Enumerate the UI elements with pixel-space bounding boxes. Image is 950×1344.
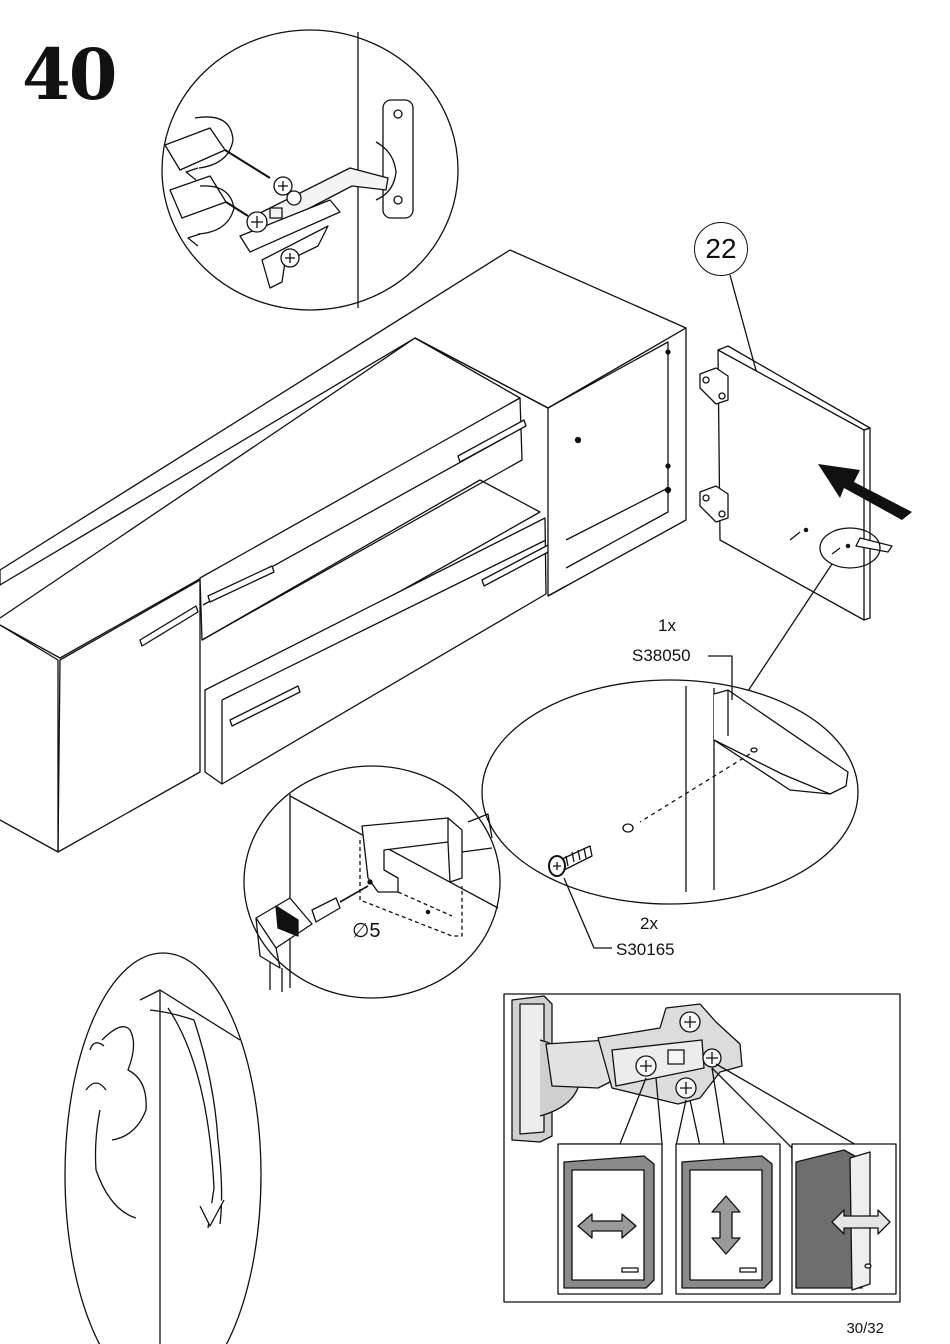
door-opening-detail — [65, 953, 261, 1344]
drill-size-label: ∅5 — [352, 918, 381, 943]
part-number-badge: 22 — [694, 222, 748, 276]
hinge-adjustment-panel — [504, 994, 900, 1302]
page-number: 30/32 — [846, 1320, 884, 1337]
screw-a-quantity: 1x — [658, 616, 676, 636]
screw-b-quantity: 2x — [640, 914, 658, 934]
handle-screw-detail — [482, 656, 858, 948]
screw-a-code: S38050 — [632, 646, 691, 666]
hinge-screw-detail — [162, 30, 458, 310]
diameter-icon: ∅ — [352, 920, 369, 942]
door-panel — [700, 275, 912, 700]
drilling-detail — [244, 766, 500, 998]
drill-size-value: 5 — [369, 920, 380, 942]
screw-b-code: S30165 — [616, 940, 675, 960]
step-number: 40 — [22, 40, 115, 110]
